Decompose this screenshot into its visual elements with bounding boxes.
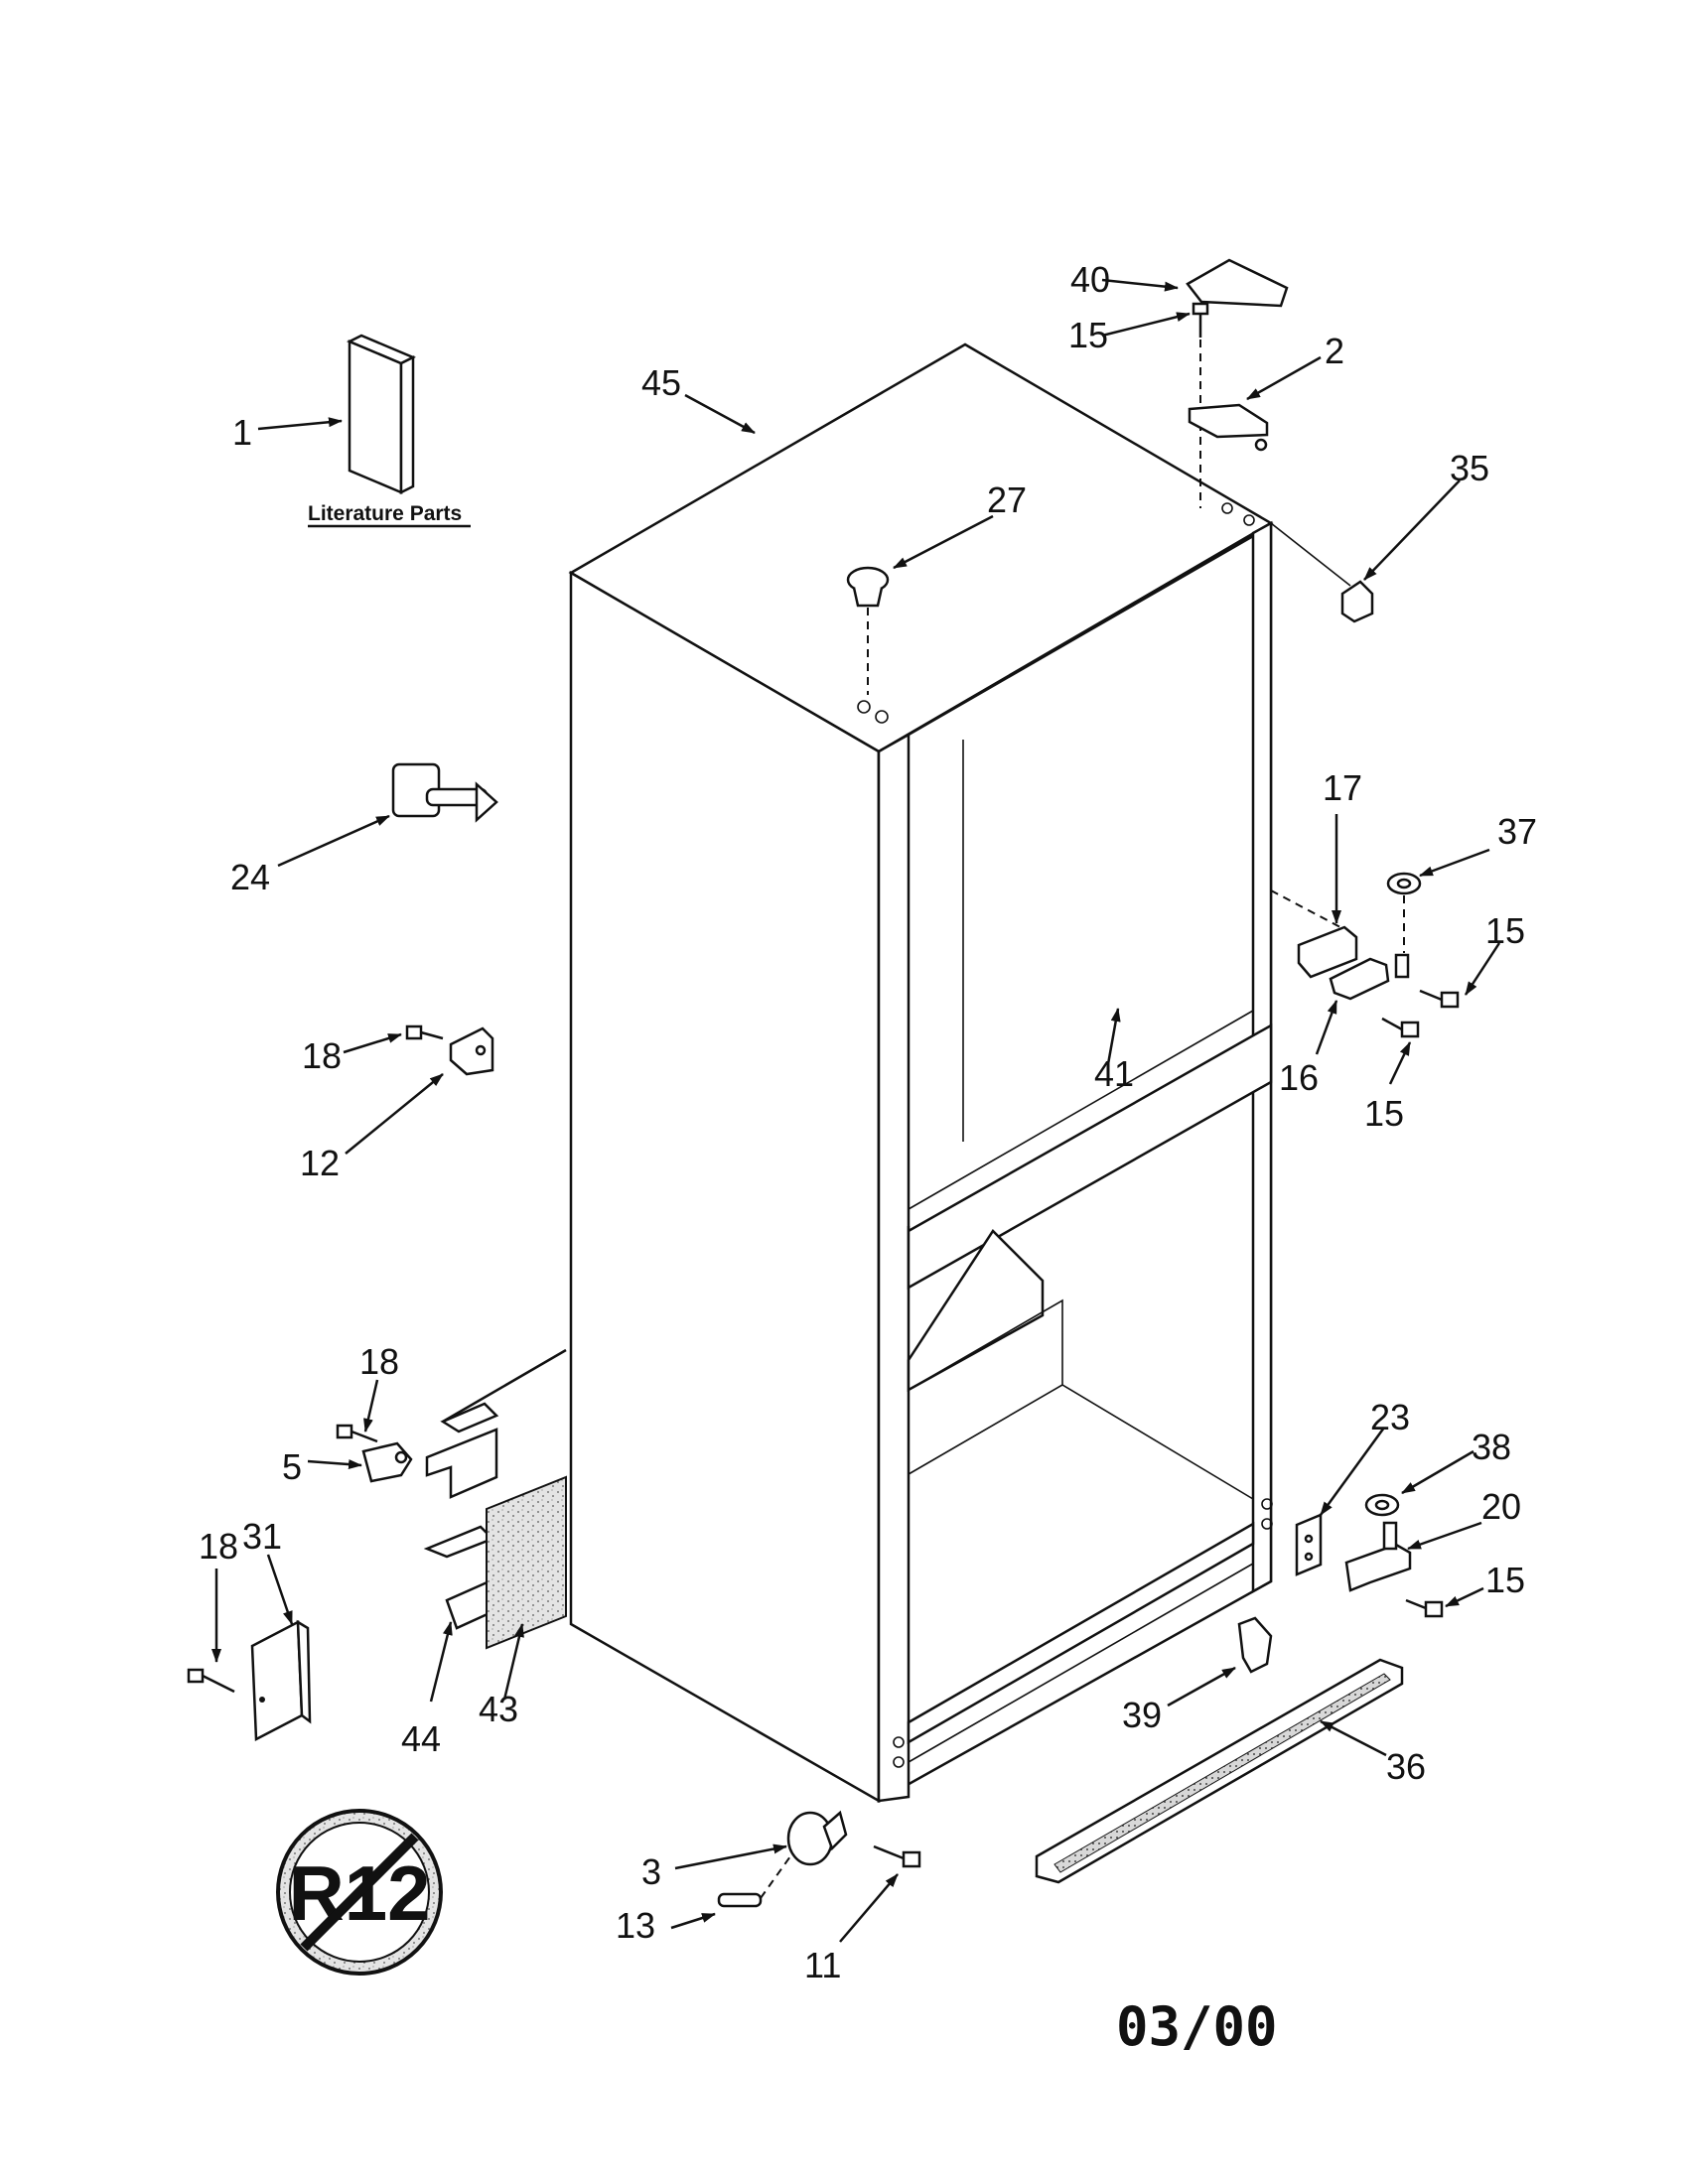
- refrigerator-cabinet: [568, 342, 1274, 1804]
- leader-arrows: [211, 278, 1501, 1943]
- screw-part-18-upper: [405, 1024, 444, 1040]
- callout-35: 35: [1450, 448, 1489, 488]
- callout-36: 36: [1386, 1746, 1426, 1787]
- mounting-hole: [857, 700, 871, 714]
- mounting-hole: [893, 1736, 905, 1748]
- callout-3: 3: [641, 1851, 661, 1892]
- callout-40: 40: [1070, 259, 1110, 300]
- callout-18: 18: [199, 1526, 238, 1567]
- trim-cover-part-31: [250, 1619, 312, 1742]
- screw-part-18-lower: [187, 1668, 235, 1694]
- callout-5: 5: [282, 1446, 302, 1487]
- mounting-hole: [875, 710, 889, 724]
- callout-41: 41: [1094, 1053, 1134, 1094]
- assembly-line: [1270, 889, 1341, 928]
- washer-part-37: [1386, 872, 1422, 895]
- callout-18: 18: [302, 1035, 342, 1076]
- callout-16: 16: [1279, 1057, 1319, 1098]
- callout-23: 23: [1370, 1397, 1410, 1437]
- callout-15: 15: [1068, 315, 1108, 355]
- callout-2: 2: [1325, 331, 1344, 371]
- callout-20: 20: [1481, 1486, 1521, 1527]
- callout-labels: 1 40 15 2 45 27 35 24 17 37 15 16 15 41 …: [199, 259, 1537, 1985]
- axle-pin-part-13: [717, 1892, 763, 1908]
- callout-15: 15: [1485, 1560, 1525, 1600]
- top-hinge-part-2: [1188, 403, 1269, 452]
- hinge-bracket-part-17: [1297, 925, 1358, 979]
- screw-part-18-middle: [336, 1424, 378, 1443]
- literature-parts-booklet: [347, 334, 416, 495]
- mounting-hole: [1261, 1498, 1273, 1510]
- plug-part-27: [846, 566, 890, 608]
- callout-44: 44: [401, 1718, 441, 1759]
- date-code: 03/00: [1116, 1995, 1278, 2058]
- mounting-hole: [1261, 1518, 1273, 1530]
- mounting-hole: [893, 1756, 905, 1768]
- leveling-roller-part-3: [786, 1810, 848, 1866]
- screw-part-15-top: [1192, 302, 1209, 338]
- screw-part-15-bottom: [1405, 1598, 1444, 1618]
- callout-39: 39: [1122, 1695, 1162, 1735]
- assembly-line: [760, 1855, 791, 1899]
- assembly-line: [442, 1348, 567, 1424]
- callout-31: 31: [242, 1516, 282, 1557]
- callout-15: 15: [1485, 910, 1525, 951]
- callout-18: 18: [359, 1341, 399, 1382]
- callout-15: 15: [1364, 1093, 1404, 1134]
- callout-43: 43: [479, 1689, 518, 1729]
- screw-part-15-right-a: [1419, 989, 1460, 1009]
- mounting-hole: [1221, 502, 1233, 514]
- insulation-pad-part-43: [486, 1475, 567, 1650]
- door-stop-bracket-part-12: [449, 1026, 494, 1076]
- callout-45: 45: [641, 362, 681, 403]
- washer-part-38: [1364, 1493, 1400, 1517]
- mounting-hole: [1243, 514, 1255, 526]
- clamp-part-5: [361, 1441, 413, 1483]
- hinge-cover-part-40: [1186, 258, 1289, 308]
- bottom-hinge-bracket-part-23: [1295, 1513, 1323, 1576]
- callout-13: 13: [616, 1905, 655, 1946]
- no-r12-refrigerant-symbol: R12: [276, 1809, 443, 1976]
- door-stop-part-24: [391, 762, 498, 823]
- callout-17: 17: [1323, 767, 1362, 808]
- center-hinge-part-16: [1329, 953, 1410, 1001]
- grille-clip-part-39: [1237, 1616, 1273, 1674]
- callout-38: 38: [1472, 1427, 1511, 1467]
- bottom-hinge-part-20: [1344, 1521, 1412, 1592]
- callout-27: 27: [987, 479, 1027, 520]
- callout-24: 24: [230, 857, 270, 897]
- screw-part-15-right-b: [1381, 1017, 1420, 1038]
- callout-37: 37: [1497, 811, 1537, 852]
- callout-1: 1: [232, 412, 252, 453]
- literature-parts-caption: Literature Parts: [308, 502, 462, 525]
- assembly-line: [1270, 522, 1351, 587]
- screw-part-11: [873, 1844, 921, 1868]
- callout-12: 12: [300, 1143, 340, 1183]
- callout-11: 11: [804, 1945, 841, 1985]
- hinge-shim-part-35: [1340, 580, 1374, 623]
- toe-grille-part-36: [1035, 1658, 1404, 1884]
